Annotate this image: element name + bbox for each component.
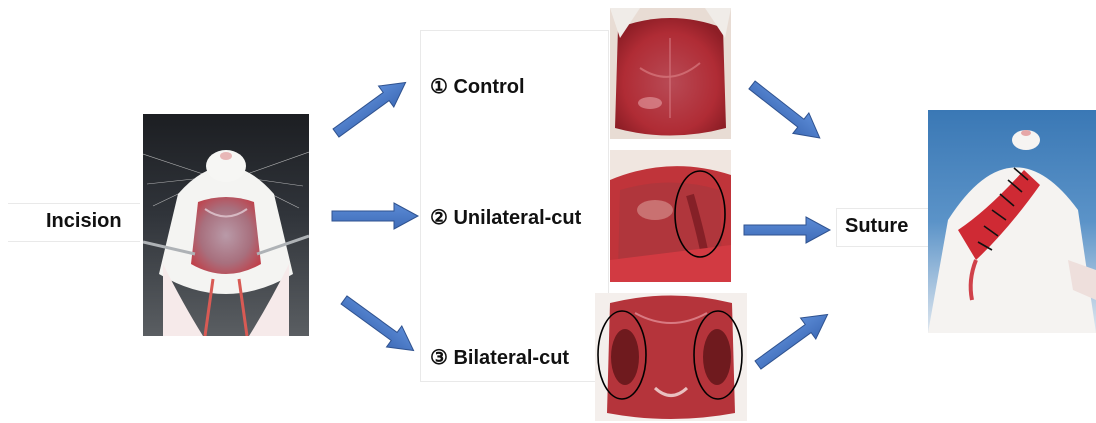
incision-label: Incision [46, 210, 122, 233]
control-photo [610, 8, 731, 139]
unilateral-label: ② Unilateral-cut [430, 205, 581, 230]
arrow-to-bilateral [336, 289, 421, 361]
suture-label: Suture [845, 215, 908, 238]
suture-photo [928, 110, 1096, 333]
arrow-to-unilateral [332, 203, 418, 229]
control-label: ① Control [430, 74, 525, 99]
incision-photo [143, 114, 309, 336]
bilateral-photo [595, 293, 747, 421]
bilateral-label: ③ Bilateral-cut [430, 345, 569, 370]
unilateral-photo [610, 150, 731, 282]
arrow-unilateral-to-suture [744, 217, 830, 243]
arrow-to-control [328, 72, 413, 144]
arrow-bilateral-to-suture [750, 304, 835, 376]
arrow-control-to-suture [744, 75, 828, 148]
